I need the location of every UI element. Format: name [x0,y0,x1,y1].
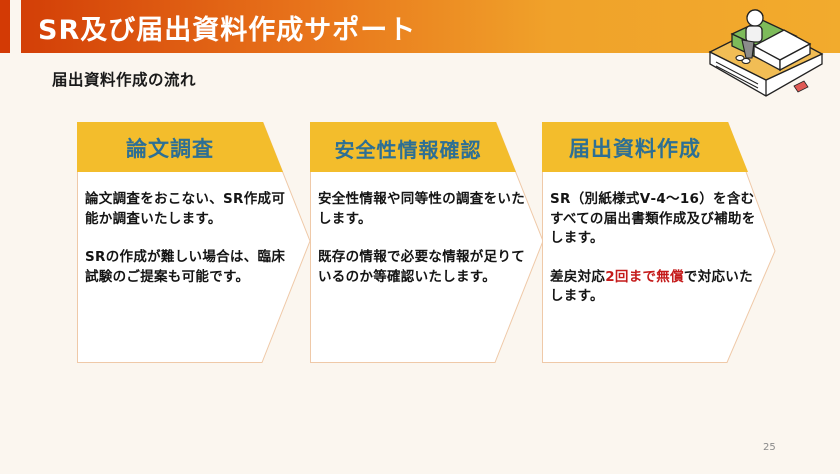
step-description: SR（別紙様式Ⅴ-4～16）を含むすべての届出書類作成及び補助をします。 差戻対… [550,190,760,307]
step-paragraph-text: 差戻対応 [550,268,606,285]
chevron-card-shape [310,122,544,363]
header-band [21,0,840,53]
step-card-safety-check: 安全性情報確認 安全性情報や同等性の調査をいたします。 既存の情報で必要な情報が… [310,122,546,363]
step-description: 論文調査をおこない、SR作成可能か調査いたします。 SRの作成が難しい場合は、臨… [85,190,295,287]
page-number: 25 [763,442,776,453]
step-paragraph: 安全性情報や同等性の調査をいたします。 [318,191,525,227]
step-card-document-creation: 届出資料作成 SR（別紙様式Ⅴ-4～16）を含むすべての届出書類作成及び補助をし… [542,122,778,363]
chevron-card-shape [542,122,776,363]
step-card-literature-review: 論文調査 論文調査をおこない、SR作成可能か調査いたします。 SRの作成が難しい… [77,122,313,363]
step-paragraph-text: で対応いたします。 [550,268,753,305]
step-paragraph: 論文調査をおこない、SR作成可能か調査いたします。 [85,191,286,227]
step-paragraph: SR（別紙様式Ⅴ-4～16）を含むすべての届出書類作成及び補助をします。 [550,191,756,246]
step-title: 論文調査 [126,137,214,161]
flow-subtitle: 届出資料作成の流れ [52,71,197,89]
step-description: 安全性情報や同等性の調査をいたします。 既存の情報で必要な情報が足りているのか等… [318,190,528,287]
person-sitting-on-books-illustration [706,4,826,100]
page-title: SR及び届出資料作成サポート [38,15,417,46]
step-title: 届出資料作成 [569,137,701,161]
step-paragraph: 既存の情報で必要な情報が足りているのか等確認いたします。 [318,249,525,285]
free-revision-highlight: 2回まで無償 [605,268,684,285]
step-paragraph: 差戻対応2回まで無償で対応いたします。 [550,268,760,307]
step-title: 安全性情報確認 [334,137,482,162]
chevron-card-shape [77,122,311,363]
step-paragraph: SRの作成が難しい場合は、臨床試験のご提案も可能です。 [85,249,286,285]
header-accent-bar [0,0,10,53]
